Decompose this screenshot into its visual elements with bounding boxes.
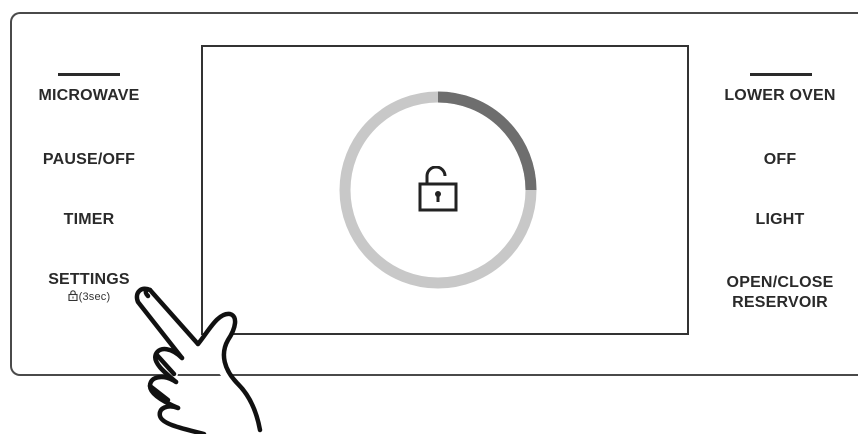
timer-button[interactable]: TIMER [24,210,154,230]
lower-oven-button[interactable]: LOWER OVEN [710,86,850,106]
reservoir-label: RESERVOIR [710,293,850,313]
microwave-indicator-bar [58,73,120,76]
lock-icon [68,290,78,301]
light-button[interactable]: LIGHT [710,210,850,230]
open-close-reservoir-button[interactable]: OPEN/CLOSE RESERVOIR [710,273,850,313]
settings-sublabel: (3sec) [79,291,111,303]
settings-label: SETTINGS [48,271,130,288]
pointing-hand-icon [120,284,310,434]
lower-oven-indicator-bar [750,73,812,76]
microwave-button[interactable]: MICROWAVE [24,86,154,106]
off-button[interactable]: OFF [710,150,850,170]
unlock-icon [418,166,458,212]
pause-off-button[interactable]: PAUSE/OFF [24,150,154,170]
open-close-label: OPEN/CLOSE [710,273,850,293]
